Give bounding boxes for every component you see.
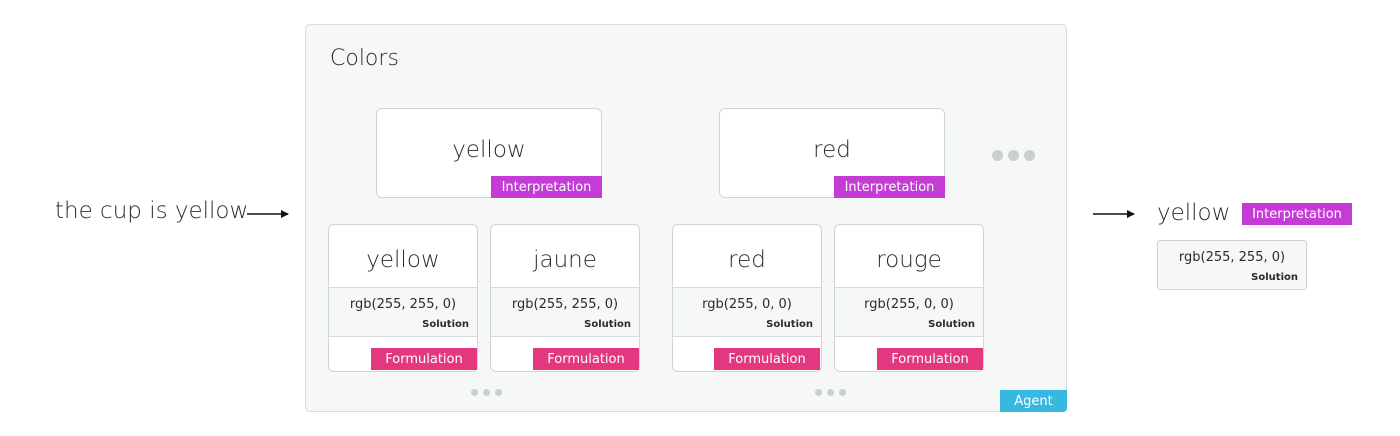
interpretation-word: yellow [452, 137, 526, 163]
formulation-badge: Formulation [533, 348, 639, 370]
solution-box: rgb(255, 255, 0) Solution [491, 287, 639, 337]
output-interpretation-badge: Interpretation [1242, 203, 1352, 225]
solution-label: Solution [766, 319, 813, 330]
solution-value: rgb(255, 0, 0) [864, 297, 954, 312]
agent-title: Colors [330, 46, 399, 71]
formulation-word: red [728, 247, 766, 273]
formulation-card[interactable]: red rgb(255, 0, 0) Solution [672, 224, 822, 372]
formulation-word: yellow [366, 247, 440, 273]
output-solution-box: rgb(255, 255, 0) Solution [1157, 240, 1307, 290]
interpretation-badge: Interpretation [834, 176, 945, 198]
solution-value: rgb(255, 0, 0) [702, 297, 792, 312]
input-sentence: the cup is yellow [55, 198, 249, 224]
formulation-card[interactable]: jaune rgb(255, 255, 0) Solution [490, 224, 640, 372]
formulation-badge: Formulation [877, 348, 983, 370]
more-formulations-icon[interactable] [815, 389, 846, 396]
agent-badge: Agent [1000, 390, 1067, 412]
solution-label: Solution [584, 319, 631, 330]
interpretation-word: red [813, 137, 851, 163]
formulation-badge: Formulation [371, 348, 477, 370]
solution-box: rgb(255, 0, 0) Solution [835, 287, 983, 337]
solution-label: Solution [422, 319, 469, 330]
output-solution-label: Solution [1251, 272, 1298, 283]
solution-value: rgb(255, 255, 0) [349, 297, 457, 312]
formulation-card[interactable]: rouge rgb(255, 0, 0) Solution [834, 224, 984, 372]
output-solution-value: rgb(255, 255, 0) [1178, 250, 1286, 265]
solution-box: rgb(255, 255, 0) Solution [329, 287, 477, 337]
output-word: yellow [1157, 200, 1231, 226]
solution-value: rgb(255, 255, 0) [511, 297, 619, 312]
formulation-word: rouge [876, 247, 942, 273]
formulation-word: jaune [533, 247, 597, 273]
formulation-badge: Formulation [714, 348, 820, 370]
formulation-card[interactable]: yellow rgb(255, 255, 0) Solution [328, 224, 478, 372]
more-interpretations-icon[interactable] [992, 150, 1035, 161]
interpretation-badge: Interpretation [491, 176, 602, 198]
more-formulations-icon[interactable] [471, 389, 502, 396]
solution-box: rgb(255, 0, 0) Solution [673, 287, 821, 337]
solution-label: Solution [928, 319, 975, 330]
